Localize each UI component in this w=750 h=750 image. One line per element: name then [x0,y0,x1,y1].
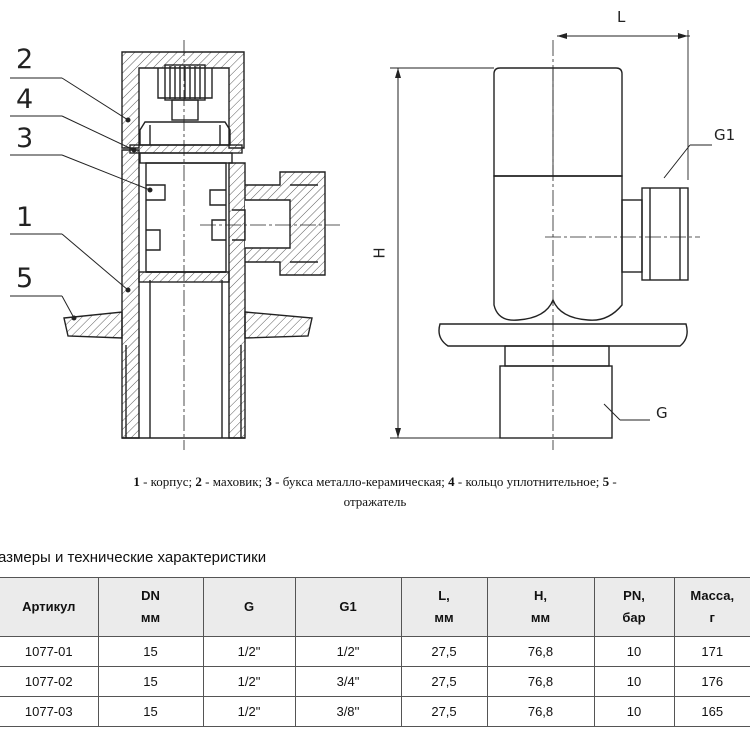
cell-mass: 165 [673,696,750,727]
legend-num-5: 5 [602,474,610,489]
cell-l: 27,5 [400,636,488,667]
cell-dn: 15 [97,666,204,697]
callout-1: 1 [16,202,34,233]
cell-h: 76,8 [486,666,595,697]
cell-pn: 10 [593,666,675,697]
legend-text-4: - кольцо уплотнительное; [454,474,603,489]
header-pn: PN,бар [593,577,675,637]
legend-num-2: 2 [195,474,202,489]
cell-g1: 3/8'' [294,696,402,727]
header-l: L,мм [400,577,488,637]
table-title: азмеры и технические характеристики [0,549,267,566]
legend-text-3: - букса металло-керамическая; [271,474,449,489]
cell-article: 1077-02 [0,666,99,697]
cell-article: 1077-03 [0,696,99,727]
cell-g: 1/2" [202,636,296,667]
cell-article: 1077-01 [0,636,99,667]
parts-legend: 1 - корпус; 2 - маховик; 3 - букса метал… [120,472,630,512]
legend-num-4: 4 [448,474,455,489]
cell-mass: 171 [673,636,750,667]
header-article: Артикул [0,577,99,637]
legend-num-3: 3 [265,474,272,489]
cell-pn: 10 [593,696,675,727]
cell-g: 1/2" [202,666,296,697]
cell-mass: 176 [673,666,750,697]
header-h: H,мм [486,577,595,637]
table-row: 1077-02 15 1/2" 3/4" 27,5 76,8 10 176 [0,666,750,697]
legend-text-2: - маховик; [201,474,266,489]
table-row: 1077-03 15 1/2" 3/8'' 27,5 76,8 10 165 [0,696,750,727]
header-g1: G1 [294,577,402,637]
section-view [63,40,340,450]
dimension-g1-label: G1 [714,126,736,144]
callout-5: 5 [16,263,34,294]
cell-pn: 10 [593,636,675,667]
cell-l: 27,5 [400,666,488,697]
cell-h: 76,8 [486,696,595,727]
cell-h: 76,8 [486,636,595,667]
cell-l: 27,5 [400,696,488,727]
callout-3: 3 [16,123,34,154]
header-g: G [202,577,296,637]
valve-drawing [10,30,712,450]
external-view [390,30,712,450]
cell-dn: 15 [97,696,204,727]
callout-2: 2 [16,44,34,75]
dimension-g-label: G [656,404,668,422]
legend-text-5: - отражатель [343,474,617,509]
cell-g1: 3/4" [294,666,402,697]
cell-g: 1/2" [202,696,296,727]
cell-dn: 15 [97,636,204,667]
callout-4: 4 [16,84,34,115]
legend-text-1: - корпус; [139,474,196,489]
header-mass: Масса,г [673,577,750,637]
dimension-h-label: H [370,247,389,259]
cell-g1: 1/2" [294,636,402,667]
legend-num-1: 1 [133,474,140,489]
table-row: 1077-01 15 1/2" 1/2" 27,5 76,8 10 171 [0,636,750,667]
dimension-l-label: L [617,8,626,26]
